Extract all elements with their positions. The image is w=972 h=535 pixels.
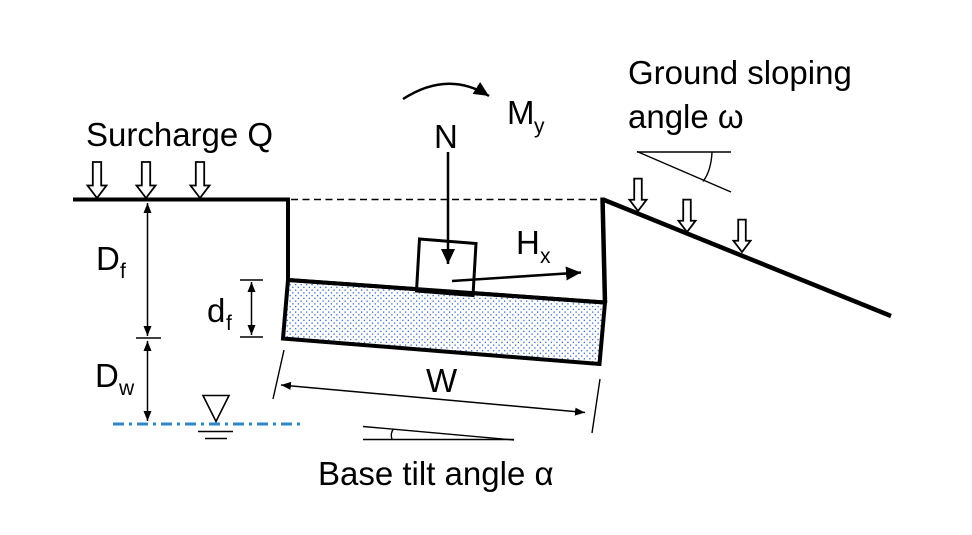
omega-angle-sloped-line (636, 150, 732, 193)
dimension-w-extension-right (591, 378, 601, 434)
foundation-thickness-label-sub: f (226, 312, 232, 335)
foundation-thickness-label: d (207, 292, 225, 329)
horizontal-load-label-sub: x (540, 245, 551, 268)
surcharge-label: Surcharge Q (86, 116, 273, 153)
water-depth-label: D (95, 357, 119, 394)
alpha-angle-sloped-line (362, 425, 515, 441)
width-label: W (426, 362, 458, 399)
moment-label: M (507, 94, 535, 131)
slope-surcharge-arrow-1 (628, 177, 648, 212)
ground-slope-label-line2: angle ω (628, 98, 744, 135)
embedment-depth-label-sub: f (120, 260, 126, 283)
excavation-right-wall (600, 197, 608, 304)
column-stub (414, 237, 478, 298)
slab-top-edge (287, 278, 606, 305)
slope-surcharge-arrow-3 (732, 218, 752, 253)
axial-load-label: N (434, 118, 458, 155)
surcharge-arrow-3 (189, 161, 211, 199)
sloping-ground-line (602, 197, 892, 319)
omega-angle-arc (702, 152, 713, 182)
ground-slope-label-line1: Ground sloping (628, 54, 852, 91)
surcharge-arrow-1 (86, 161, 108, 199)
alpha-angle-arc (390, 428, 395, 440)
horizontal-load-arrow (451, 266, 582, 283)
water-depth-label-sub: w (118, 377, 135, 400)
embedment-depth-label: D (96, 240, 120, 277)
dimension-w-width (280, 381, 586, 416)
dimension-w-extension-left (272, 349, 285, 400)
horizontal-load-label: H (516, 224, 540, 261)
slope-surcharge-arrow-2 (677, 198, 697, 233)
base-tilt-label: Base tilt angle α (318, 455, 554, 492)
water-table-triangle-icon (201, 394, 231, 424)
surcharge-arrow-2 (135, 161, 157, 199)
moment-arrow (402, 82, 490, 101)
moment-label-sub: y (534, 115, 545, 138)
